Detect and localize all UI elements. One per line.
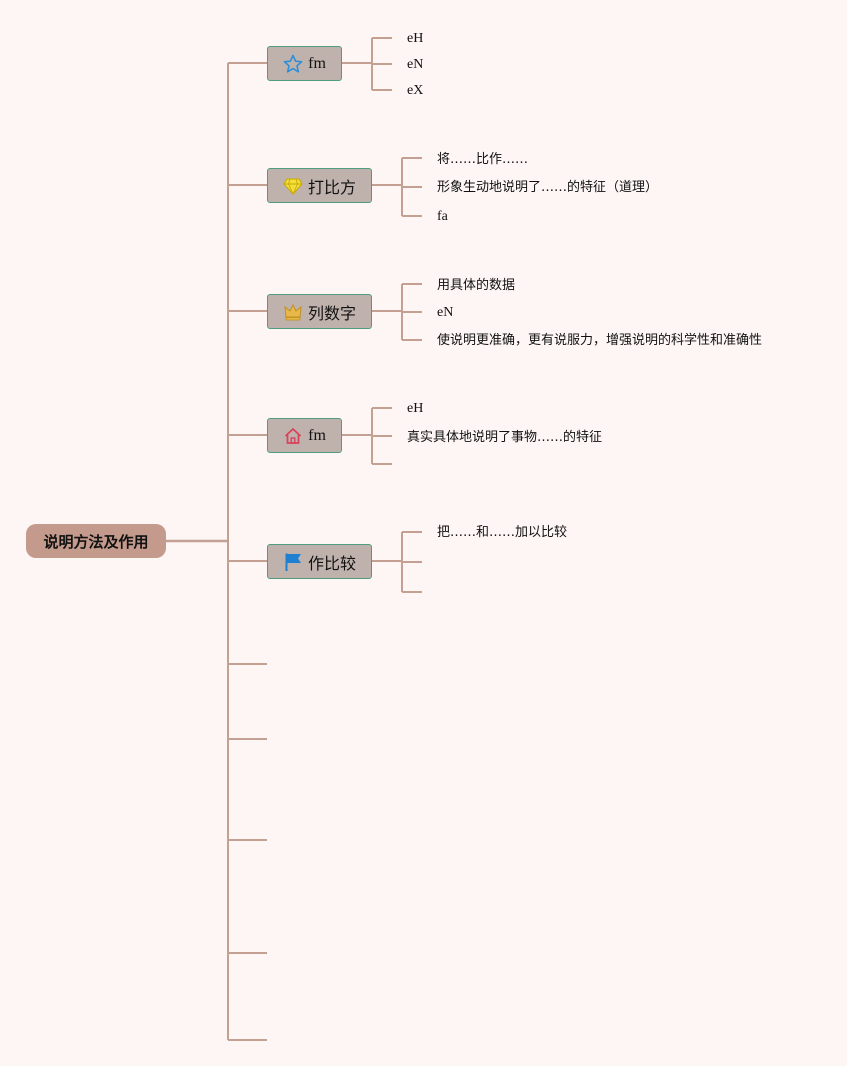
leaf-0-0: eH	[407, 31, 424, 46]
leaf-1-2: fa	[437, 209, 448, 224]
crown-icon	[283, 302, 303, 322]
leaf-2-2: 使说明更准确，更有说服力，增强说明的科学性和准确性	[437, 333, 763, 348]
branch-label-3: fm	[308, 426, 326, 444]
branch-node-4[interactable]: 作比较	[267, 544, 372, 579]
leaf-0-1: eN	[407, 57, 424, 72]
leaf-1-1: 形象生动地说明了……的特征（道理）	[437, 180, 659, 195]
branch-node-1[interactable]: 打比方	[267, 168, 372, 203]
leaf-1-0: 将……比作……	[437, 152, 529, 167]
leaf-3-0: eH	[407, 401, 424, 416]
leaf-4-0: 把……和……加以比较	[437, 525, 568, 540]
leaf-0-2: eX	[407, 83, 424, 98]
branch-label-4: 作比较	[307, 553, 356, 573]
leaf-2-0: 用具体的数据	[437, 278, 516, 293]
branch-node-2[interactable]: 列数字	[267, 294, 372, 329]
flag-icon	[283, 552, 303, 572]
star-icon	[283, 54, 303, 74]
root-label: 说明方法及作用	[43, 532, 149, 551]
diamond-icon	[283, 176, 303, 196]
branch-node-3[interactable]: fm	[267, 418, 342, 453]
leaf-2-1: eN	[437, 305, 454, 320]
root-node[interactable]: 说明方法及作用	[26, 524, 166, 558]
branch-node-0[interactable]: fm	[267, 46, 342, 81]
home-icon	[283, 426, 303, 446]
branch-label-0: fm	[308, 54, 326, 72]
branch-label-2: 列数字	[307, 303, 356, 323]
leaf-3-1: 真实具体地说明了事物……的特征	[407, 430, 603, 445]
branch-label-1: 打比方	[307, 177, 356, 197]
